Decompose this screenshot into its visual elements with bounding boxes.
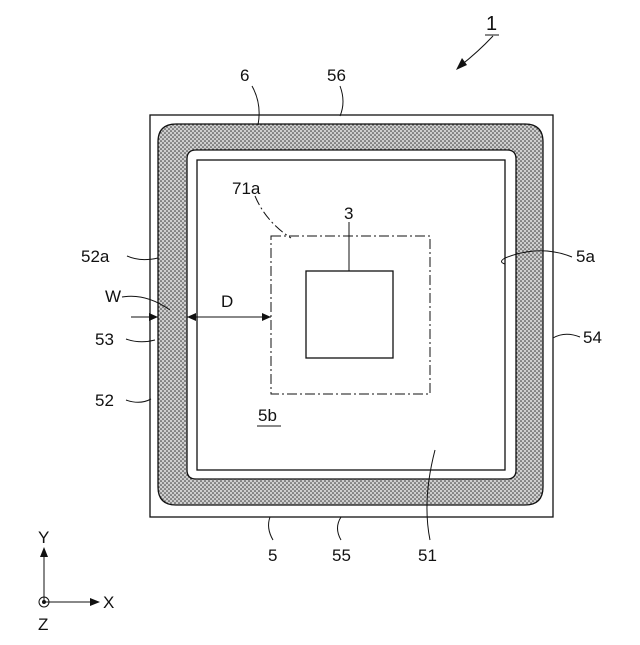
axis-label-z: Z xyxy=(38,615,48,634)
y-axis-arrow xyxy=(40,547,48,557)
label-5a: 5a xyxy=(576,247,595,266)
label-55: 55 xyxy=(332,546,351,565)
leader-56 xyxy=(340,86,343,116)
leader-5 xyxy=(269,517,273,540)
leader-71a xyxy=(255,196,291,238)
label-54: 54 xyxy=(583,328,602,347)
label-56: 56 xyxy=(327,66,346,85)
z-axis-symbol-dot xyxy=(42,600,46,604)
label-1: 1 xyxy=(486,13,497,35)
leader-1 xyxy=(460,36,493,66)
d-arrow-right xyxy=(262,313,271,321)
label-6: 6 xyxy=(240,66,249,85)
label-52a: 52a xyxy=(81,247,110,266)
label-51: 51 xyxy=(418,546,437,565)
axis-label-x: X xyxy=(103,593,114,612)
w-arrow-left xyxy=(149,313,158,321)
label-53: 53 xyxy=(95,330,114,349)
x-axis-arrow xyxy=(90,598,100,606)
label-5: 5 xyxy=(268,546,277,565)
label-D: D xyxy=(221,292,233,311)
label-W: W xyxy=(105,287,121,306)
leader-52a xyxy=(127,256,158,260)
region-71a xyxy=(271,236,430,394)
sealing-frame xyxy=(158,124,543,505)
arrowhead-1 xyxy=(456,58,467,70)
label-5b: 5b xyxy=(258,406,277,425)
substrate-outline xyxy=(150,115,553,517)
leader-54 xyxy=(553,334,580,338)
chip-3 xyxy=(306,271,393,358)
label-3: 3 xyxy=(344,204,353,223)
label-52: 52 xyxy=(95,391,114,410)
leader-52 xyxy=(126,399,151,402)
axis-label-y: Y xyxy=(38,528,49,547)
leader-6 xyxy=(252,86,259,125)
label-71a: 71a xyxy=(232,179,261,198)
leader-55 xyxy=(338,517,342,540)
